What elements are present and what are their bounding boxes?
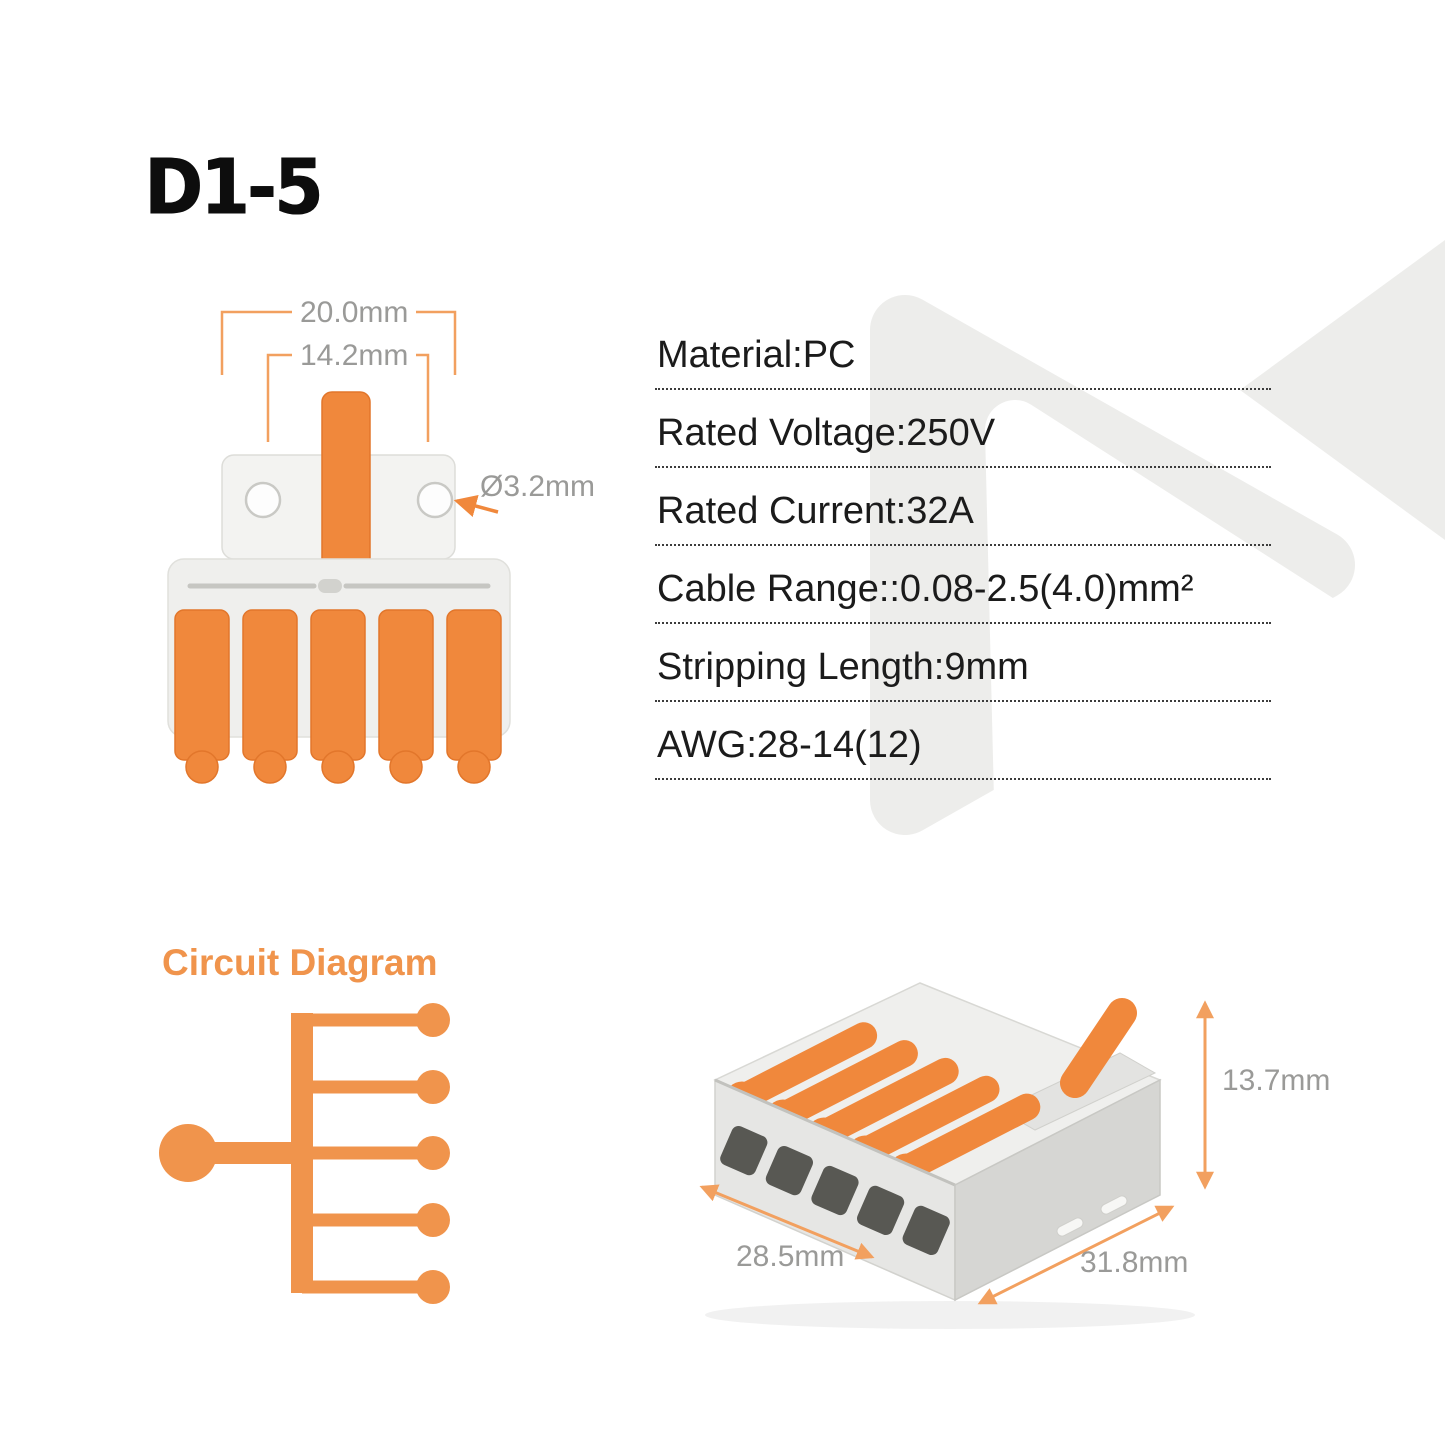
dim-outer-width-label: 20.0mm <box>292 296 417 330</box>
one-to-five-splitter-schematic <box>159 1003 450 1304</box>
dim-hole-diameter-label: Ø3.2mm <box>480 470 596 503</box>
output-levers-top <box>735 1022 1041 1180</box>
dim-height-label: 13.7mm <box>1222 1064 1331 1097</box>
dim-width-label: 28.5mm <box>736 1240 845 1273</box>
input-release-lever <box>321 391 371 571</box>
mounting-hole-right <box>416 481 454 519</box>
mounting-hole-left <box>244 481 282 519</box>
input-lever <box>1060 998 1137 1098</box>
dimension-arrows <box>699 1000 1214 1305</box>
spec-rated-current: Rated Current:32A <box>655 468 1271 546</box>
dim-depth-label: 31.8mm <box>1080 1246 1189 1279</box>
spec-rated-voltage: Rated Voltage:250V <box>655 390 1271 468</box>
output-levers <box>174 609 502 784</box>
spec-material: Material:PC <box>655 312 1271 390</box>
circuit-diagram-graphic <box>159 1003 450 1304</box>
front-view-drawing <box>167 310 511 784</box>
perspective-view-image <box>699 982 1214 1329</box>
hole-diameter-arrow <box>453 495 499 517</box>
spec-list: Material:PC Rated Voltage:250V Rated Cur… <box>655 312 1271 780</box>
spec-stripping-length: Stripping Length:9mm <box>655 624 1271 702</box>
product-shadow <box>705 1301 1195 1329</box>
product-model-title: D1-5 <box>144 142 323 233</box>
front-top-edge <box>714 1078 956 1187</box>
body-groove <box>187 579 491 593</box>
dim-inner-width-label: 14.2mm <box>292 339 417 373</box>
circuit-diagram-title: Circuit Diagram <box>162 942 438 983</box>
spec-cable-range: Cable Range::0.08-2.5(4.0)mm² <box>655 546 1271 624</box>
spec-awg: AWG:28-14(12) <box>655 702 1271 780</box>
